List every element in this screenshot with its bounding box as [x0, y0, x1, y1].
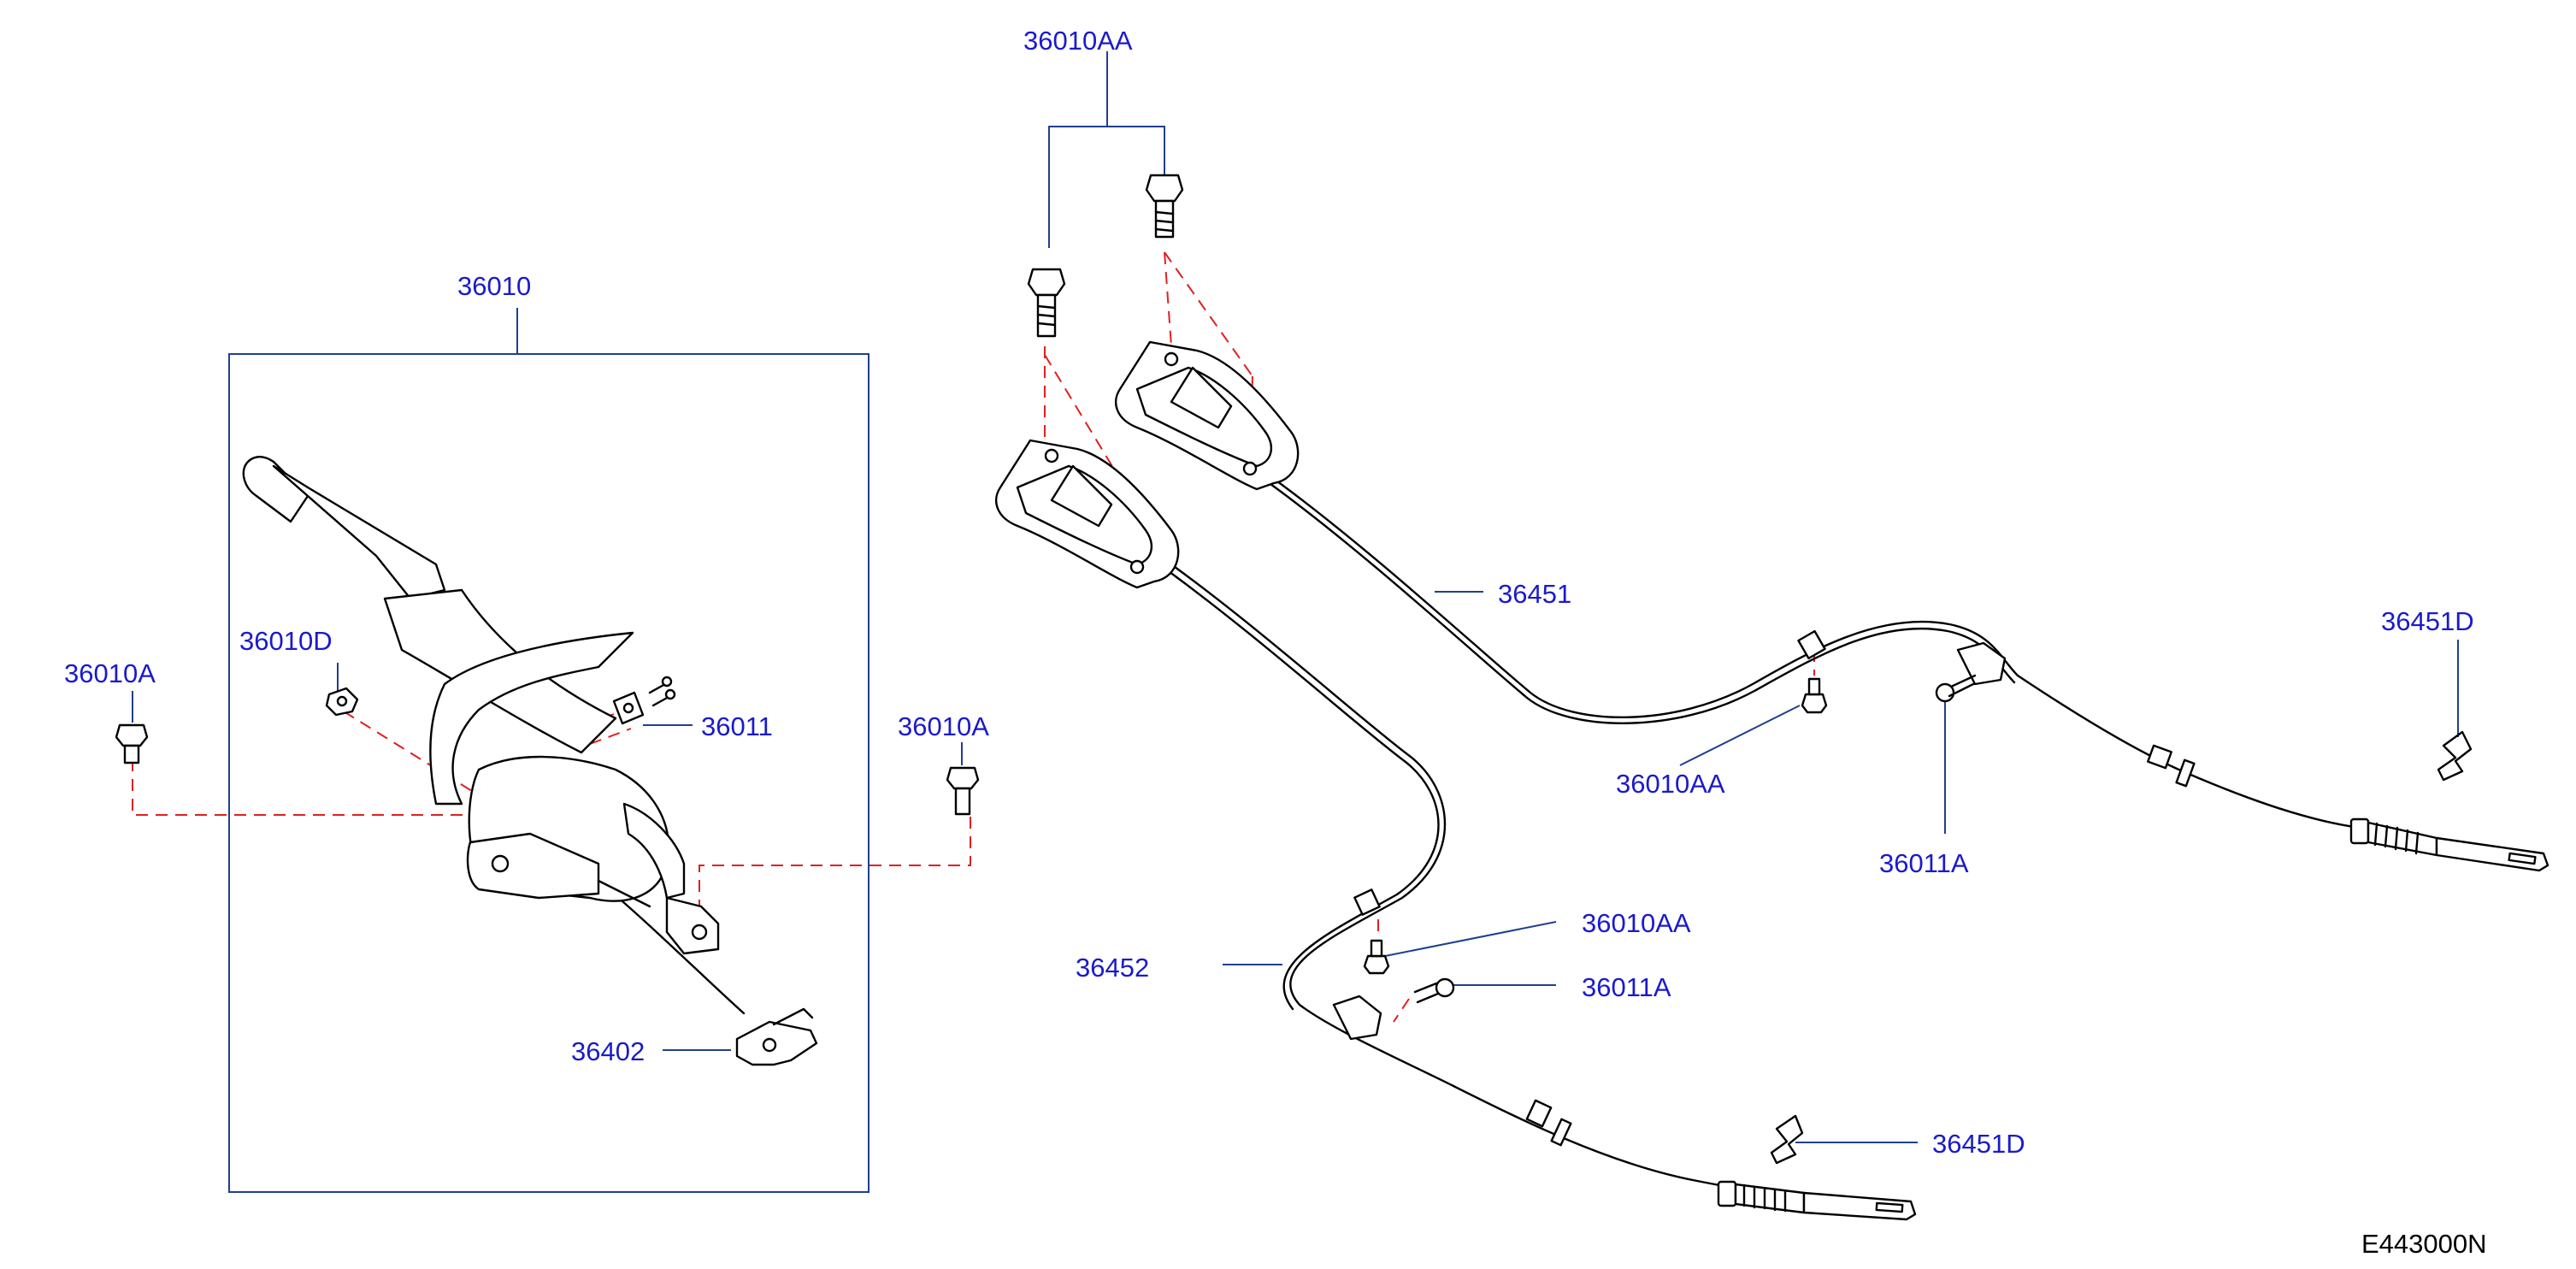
- boot-rh: [1114, 340, 1300, 491]
- cable-clamp-36451-upper-icon: [1797, 629, 1826, 660]
- part-labels: 36010 36010AA 36010A 36010D 36010A 36011…: [64, 26, 2474, 1159]
- lever-assembly-frame: [228, 353, 869, 1193]
- parking-brake-lever-icon: [242, 456, 720, 955]
- clip-36451D-lower-icon: [1770, 1114, 1804, 1165]
- switch-36011-icon: [612, 676, 676, 725]
- label-36402: 36402: [571, 1036, 645, 1066]
- label-36010A-left: 36010A: [64, 658, 156, 688]
- screw-36011A-lower-icon: [1413, 977, 1455, 1004]
- bolt-36010A-left-icon: [115, 723, 149, 764]
- label-36451D-right: 36451D: [2381, 606, 2474, 636]
- cable-36452: [1164, 563, 1814, 1199]
- label-36010AA-mid: 36010AA: [1616, 769, 1725, 799]
- cable-end-36451-icon: [2349, 817, 2549, 872]
- bolt-36010AA-lower-icon: [1363, 939, 1390, 975]
- screw-36011A-right-icon: [1935, 674, 1977, 703]
- label-36011: 36011: [701, 711, 773, 741]
- leader-lines: [132, 51, 2459, 1143]
- clip-36451D-right-icon: [2437, 730, 2473, 782]
- cable-end-36452-icon: [1717, 1180, 1917, 1221]
- clamp-36452-bracket-icon: [1332, 995, 1382, 1041]
- nut-36010D-icon: [325, 687, 359, 717]
- label-36011A-lower: 36011A: [1582, 972, 1671, 1002]
- bolt-36010A-right-icon: [946, 766, 980, 816]
- label-36010AA-lower: 36010AA: [1582, 908, 1691, 938]
- label-36452: 36452: [1076, 953, 1149, 983]
- assembly-guide-lines: [132, 251, 1815, 1023]
- lever-bracket-36402-icon: [735, 1007, 818, 1066]
- label-36451D-lower: 36451D: [1932, 1129, 2025, 1159]
- label-36010D: 36010D: [239, 626, 333, 656]
- diagram-reference-code: E443000N: [2361, 1229, 2487, 1259]
- cable-36451-grommet-icon: [2147, 744, 2196, 788]
- bolt-36010AA-mid-icon: [1801, 677, 1828, 714]
- label-36011A-right: 36011A: [1879, 848, 1969, 878]
- label-36010AA-top: 36010AA: [1023, 26, 1133, 56]
- cable-clamp-36452-upper-icon: [1353, 888, 1381, 916]
- bolt-36010AA-top-right-icon: [1145, 174, 1184, 239]
- label-36010A-right: 36010A: [898, 711, 989, 741]
- boot-lh: [994, 439, 1180, 589]
- label-36010: 36010: [457, 271, 531, 301]
- label-36451: 36451: [1498, 579, 1571, 609]
- bolt-36010AA-top-left-icon: [1027, 268, 1066, 338]
- cable-36452-grommet-icon: [1525, 1099, 1572, 1147]
- clamp-36451-bracket-icon: [1956, 641, 2007, 686]
